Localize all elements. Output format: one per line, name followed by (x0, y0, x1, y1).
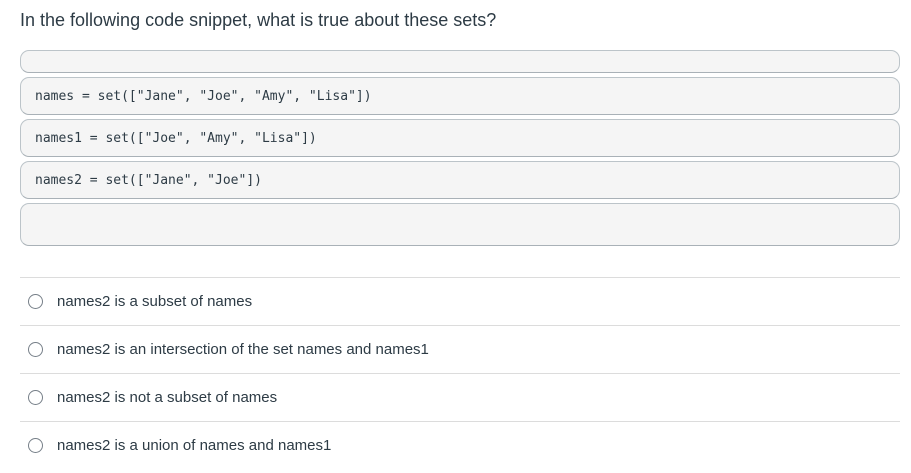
answer-option-4[interactable]: names2 is a union of names and names1 (20, 421, 900, 469)
code-snippet-section: names = set(["Jane", "Joe", "Amy", "Lisa… (20, 50, 900, 246)
radio-button-1[interactable] (28, 294, 43, 309)
answer-label-1: names2 is a subset of names (57, 293, 253, 310)
answer-label-3: names2 is not a subset of names (57, 389, 278, 406)
question-title: In the following code snippet, what is t… (20, 10, 497, 30)
code-block-names2: names2 = set(["Jane", "Joe"]) (20, 161, 900, 199)
radio-button-4[interactable] (28, 438, 43, 453)
code-block-empty-top (20, 50, 900, 73)
answer-option-1[interactable]: names2 is a subset of names (20, 277, 900, 325)
answer-option-2[interactable]: names2 is an intersection of the set nam… (20, 325, 900, 373)
answer-label-4: names2 is a union of names and names1 (57, 437, 332, 454)
answer-list: names2 is a subset of names names2 is an… (20, 277, 900, 469)
answer-label-2: names2 is an intersection of the set nam… (57, 341, 429, 358)
code-block-empty-bottom (20, 203, 900, 246)
code-block-names: names = set(["Jane", "Joe", "Amy", "Lisa… (20, 77, 900, 115)
code-block-names1: names1 = set(["Joe", "Amy", "Lisa"]) (20, 119, 900, 157)
radio-button-3[interactable] (28, 390, 43, 405)
radio-button-2[interactable] (28, 342, 43, 357)
answer-option-3[interactable]: names2 is not a subset of names (20, 373, 900, 421)
